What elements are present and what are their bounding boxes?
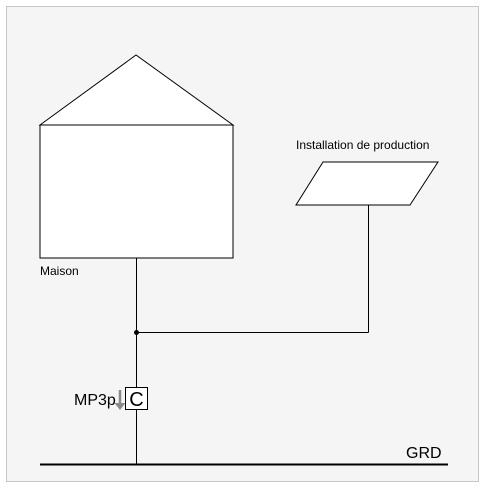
house-label: Maison xyxy=(40,264,79,278)
junction-node xyxy=(134,330,139,335)
production-label: Installation de production xyxy=(296,138,429,152)
arrow-down-icon xyxy=(114,390,126,410)
production-installation-shape xyxy=(295,161,439,206)
grid-label: GRD xyxy=(406,445,442,462)
metering-point-label: MP3p xyxy=(74,392,116,409)
house-body xyxy=(39,124,234,259)
meter-letter: C xyxy=(129,389,143,411)
